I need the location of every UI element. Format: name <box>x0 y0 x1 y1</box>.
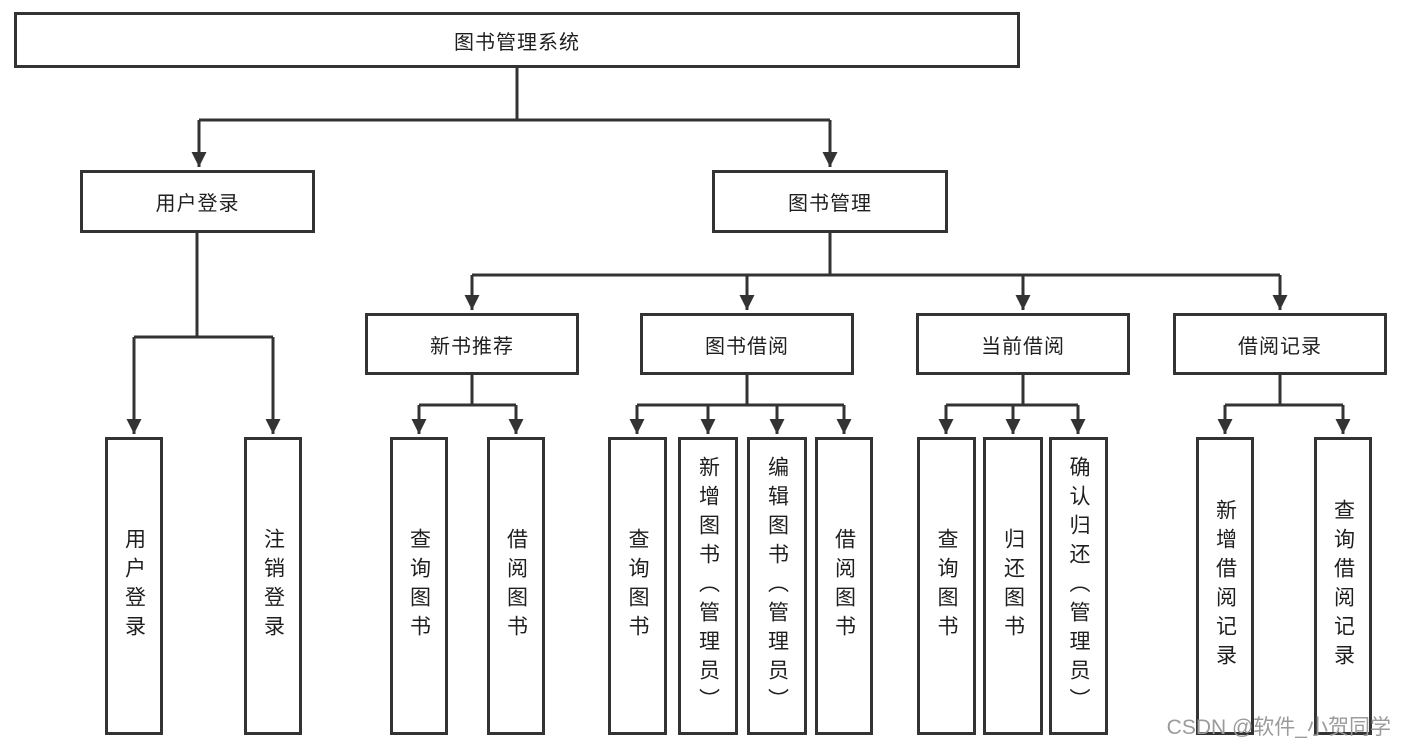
node-label: 新增图书（管理员） <box>696 455 720 717</box>
node-leaf-query-borrow-record: 查询借阅记录 <box>1314 437 1372 735</box>
csdn-watermark: CSDN @软件_小贺同学 <box>1166 716 1391 739</box>
node-leaf-query-books-current: 查询图书 <box>917 437 976 735</box>
node-leaf-return-books: 归还图书 <box>983 437 1043 735</box>
node-label: 归还图书 <box>1001 528 1025 644</box>
node-label: 确认归还（管理员） <box>1067 455 1090 717</box>
node-leaf-add-books-admin: 新增图书（管理员） <box>678 437 738 735</box>
node-label: 查询借阅记录 <box>1331 499 1355 673</box>
node-leaf-borrow-books-recommend: 借阅图书 <box>487 437 545 735</box>
node-label: 新增借阅记录 <box>1213 499 1237 673</box>
node-leaf-edit-books-admin: 编辑图书（管理员） <box>747 437 807 735</box>
node-borrowing-records: 借阅记录 <box>1173 313 1387 375</box>
node-label: 图书借阅 <box>705 335 789 358</box>
node-label: 查询图书 <box>935 528 958 644</box>
node-label: 借阅图书 <box>832 528 856 644</box>
node-label: 当前借阅 <box>981 335 1065 358</box>
node-label: 用户登录 <box>155 193 240 215</box>
node-label: 借阅记录 <box>1238 335 1322 358</box>
node-label: 新书推荐 <box>430 335 514 358</box>
node-label: 借阅图书 <box>504 528 528 644</box>
node-book-management: 图书管理 <box>712 170 948 233</box>
node-leaf-borrow-books: 借阅图书 <box>815 437 873 735</box>
node-label: 用户登录 <box>122 528 146 644</box>
node-leaf-query-books-borrowing: 查询图书 <box>608 437 667 735</box>
node-label: 查询图书 <box>407 528 431 644</box>
node-library-management-system: 图书管理系统 <box>14 12 1020 68</box>
node-label: 查询图书 <box>626 528 649 644</box>
node-label: 图书管理 <box>788 193 872 215</box>
node-leaf-add-borrow-record: 新增借阅记录 <box>1196 437 1254 735</box>
node-leaf-query-books-recommend: 查询图书 <box>390 437 448 735</box>
node-leaf-confirm-return-admin: 确认归还（管理员） <box>1049 437 1108 735</box>
node-user-login: 用户登录 <box>80 170 315 233</box>
node-label: 注销登录 <box>261 528 285 644</box>
node-leaf-logout: 注销登录 <box>244 437 302 735</box>
node-leaf-user-login: 用户登录 <box>105 437 163 735</box>
node-new-book-recommend: 新书推荐 <box>365 313 579 375</box>
node-label: 图书管理系统 <box>454 31 580 54</box>
node-current-borrowing: 当前借阅 <box>916 313 1130 375</box>
node-book-borrowing: 图书借阅 <box>640 313 854 375</box>
node-label: 编辑图书（管理员） <box>765 455 789 717</box>
